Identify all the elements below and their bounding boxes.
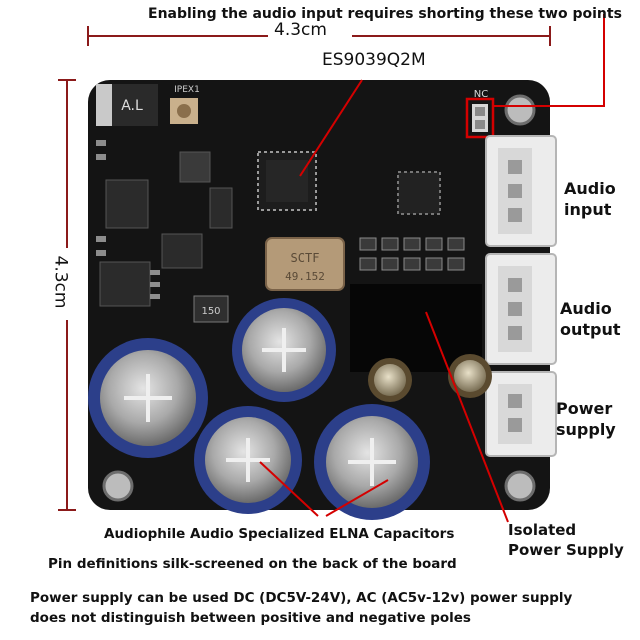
small-capacitor-2 [448, 354, 492, 398]
connector-power-supply [485, 371, 557, 457]
elna-capacitor-2 [88, 338, 208, 458]
elna-capacitor-4 [314, 404, 430, 520]
audio-input-line-2: input [564, 200, 612, 219]
connector-audio-output [485, 253, 557, 365]
height-dimension-label: 4.3cm [50, 255, 71, 309]
power-supply-label: Power supply [556, 398, 616, 440]
audio-output-label: Audio output [560, 298, 621, 340]
crystal-oscillator [265, 237, 345, 291]
audio-input-line-1: Audio [564, 179, 616, 198]
isolated-power-label: Isolated Power Supply [508, 520, 624, 560]
power-supply-line-1: Power [556, 399, 613, 418]
small-capacitor-1 [368, 358, 412, 402]
audio-output-line-1: Audio [560, 299, 612, 318]
smd-resistor-array [359, 237, 465, 271]
elna-capacitor-3 [194, 406, 302, 514]
connector-audio-input [485, 135, 557, 247]
isolated-power-line-2: Power Supply [508, 541, 624, 559]
power-supply-line-2: supply [556, 420, 616, 439]
isolated-power-line-1: Isolated [508, 521, 577, 539]
callout-lines [259, 14, 605, 523]
elna-capacitor-1 [232, 298, 336, 402]
left-smd-components [99, 151, 233, 307]
chip-label: ES9039Q2M [322, 50, 426, 70]
width-dimension-line [87, 26, 551, 46]
inductor [193, 295, 229, 323]
nc-label: NC [474, 89, 488, 100]
secondary-chip [397, 171, 441, 215]
crystal-label-2: 49.152 [285, 270, 325, 283]
audio-output-line-2: output [560, 320, 621, 339]
pin-definitions-note: Pin definitions silk-screened on the bac… [48, 556, 457, 572]
al-label: A.L [121, 98, 143, 114]
ipex-label: IPEX1 [174, 85, 200, 95]
power-note-line-2: does not distinguish between positive an… [30, 610, 471, 626]
nc-highlight-box [465, 97, 495, 139]
width-dimension-label: 4.3cm [274, 20, 327, 40]
audio-input-label: Audio input [564, 178, 616, 220]
inductor-label: 150 [201, 306, 220, 317]
top-note: Enabling the audio input requires shorti… [148, 6, 622, 22]
capacitors-label: Audiophile Audio Specialized ELNA Capaci… [104, 526, 455, 542]
power-note-line-1: Power supply can be used DC (DC5V-24V), … [30, 590, 573, 606]
height-dimension-line [58, 79, 76, 511]
crystal-label-1: SCTF [291, 251, 320, 265]
